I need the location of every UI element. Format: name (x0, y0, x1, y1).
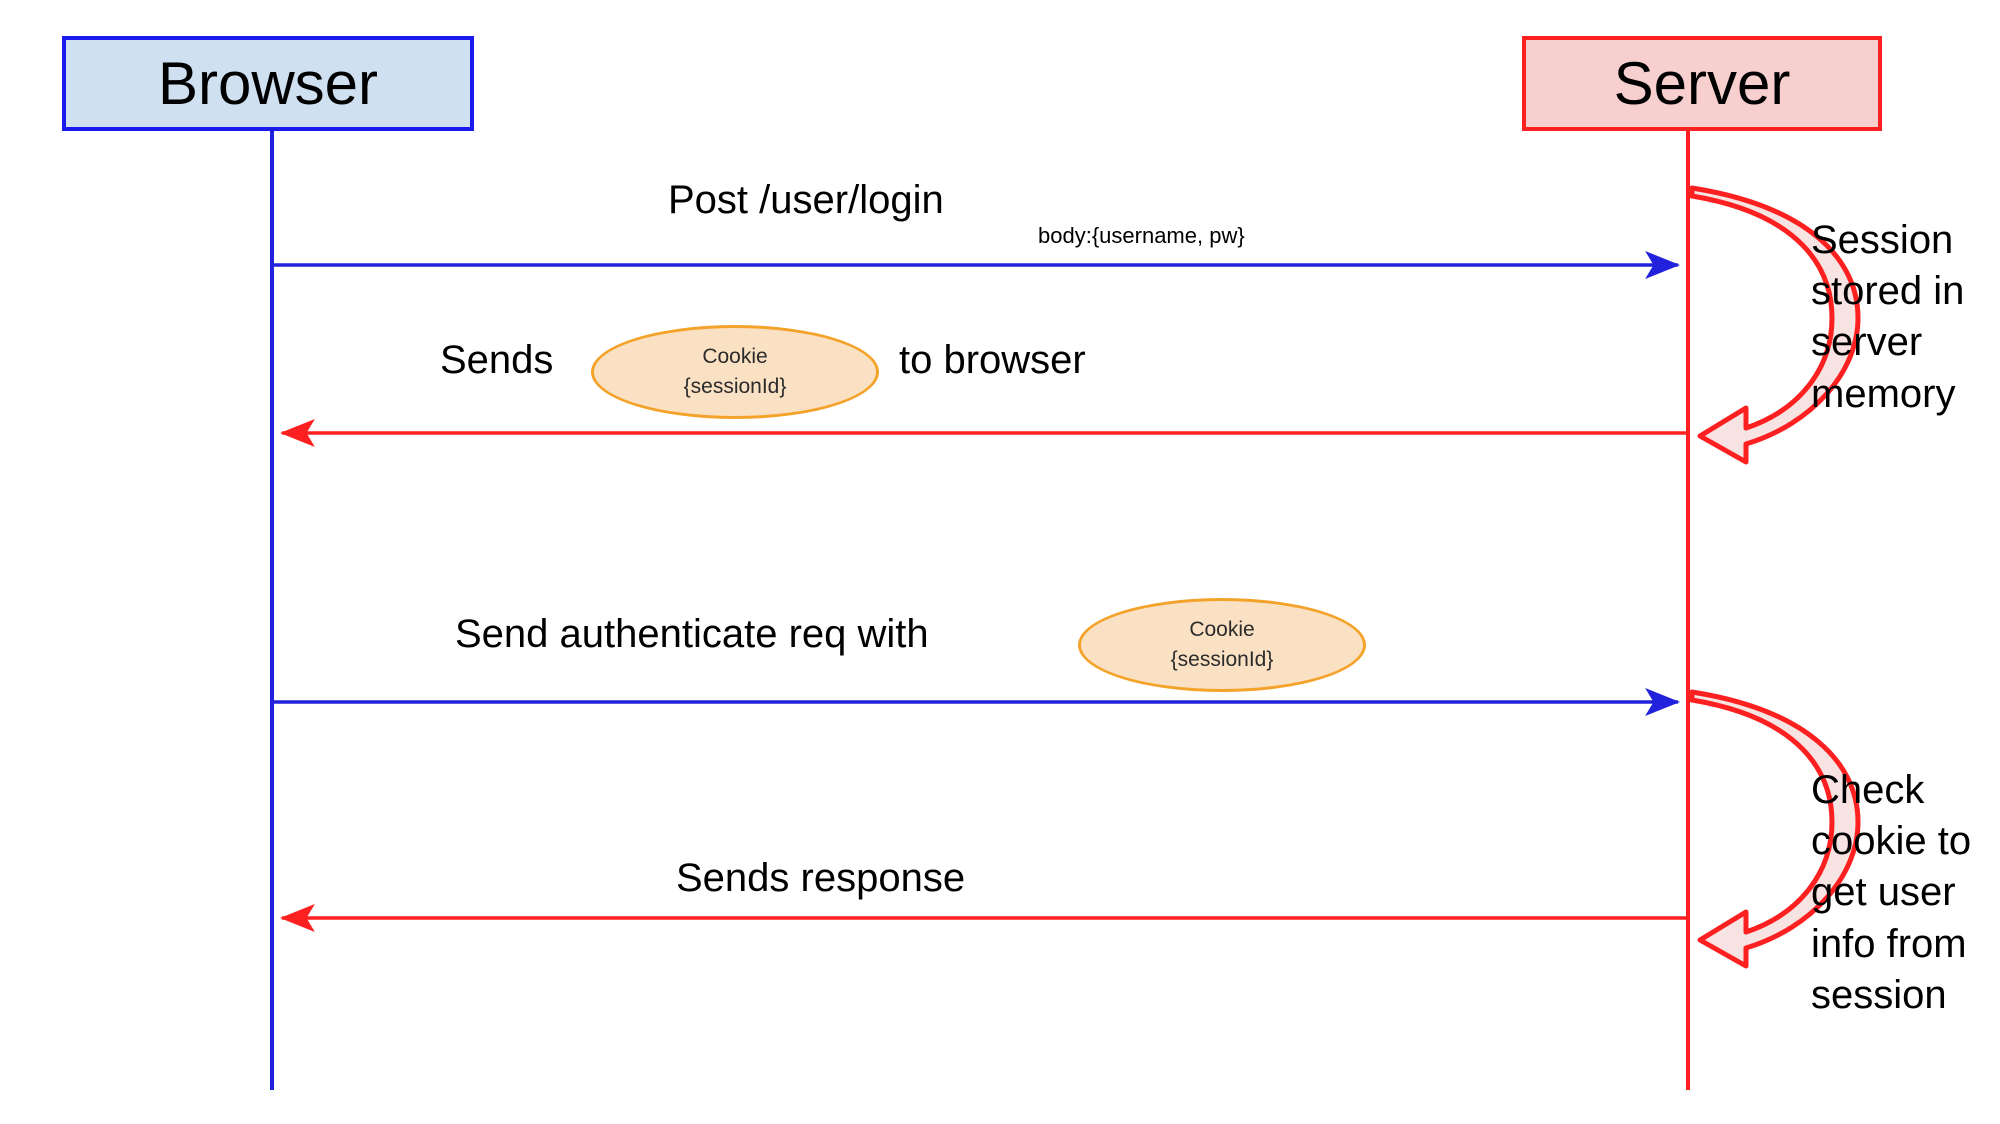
note-line: session (1811, 972, 1947, 1017)
note-line: Check (1811, 768, 1925, 812)
cookie-chip-line-1: Cookie (702, 344, 768, 368)
note-session-stored-in-server-memory: Session stored in server memory (1811, 215, 2000, 420)
participant-box-browser[interactable]: Browser (62, 36, 474, 131)
cookie-chip-line-2: {sessionId} (683, 375, 787, 398)
note-line: stored in (1811, 269, 1965, 314)
message-sublabel-request-body: body:{username, pw} (1038, 223, 1245, 248)
cookie-chip-line-2: {sessionId} (1170, 648, 1274, 671)
note-line: info from (1811, 921, 1967, 966)
note-line: server (1811, 320, 1923, 365)
note-line: Session (1811, 218, 1954, 262)
message-label-post-user-login: Post /user/login (668, 178, 944, 222)
cookie-chip-session-id-1[interactable]: Cookie {sessionId} (591, 325, 879, 419)
note-line: get user (1811, 870, 1956, 915)
message-label-send-authenticate-req: Send authenticate req with (455, 612, 929, 656)
message-label-sends-prefix: Sends (440, 338, 554, 382)
participant-label-browser: Browser (157, 49, 379, 117)
self-loop-arrow-check-cookie (1689, 689, 1861, 969)
note-line: memory (1811, 371, 1956, 416)
note-check-cookie-get-user-info: Check cookie to get user info from sessi… (1811, 765, 2000, 1021)
message-label-sends-response: Sends response (676, 856, 966, 900)
participant-label-server: Server (1613, 49, 1791, 117)
cookie-chip-line-1: Cookie (1189, 617, 1255, 641)
cookie-chip-session-id-2[interactable]: Cookie {sessionId} (1078, 598, 1366, 692)
message-label-to-browser-suffix: to browser (899, 338, 1086, 382)
note-line: cookie to (1811, 819, 1972, 864)
self-loop-arrow-session-stored (1689, 185, 1861, 465)
participant-box-server[interactable]: Server (1522, 36, 1882, 131)
